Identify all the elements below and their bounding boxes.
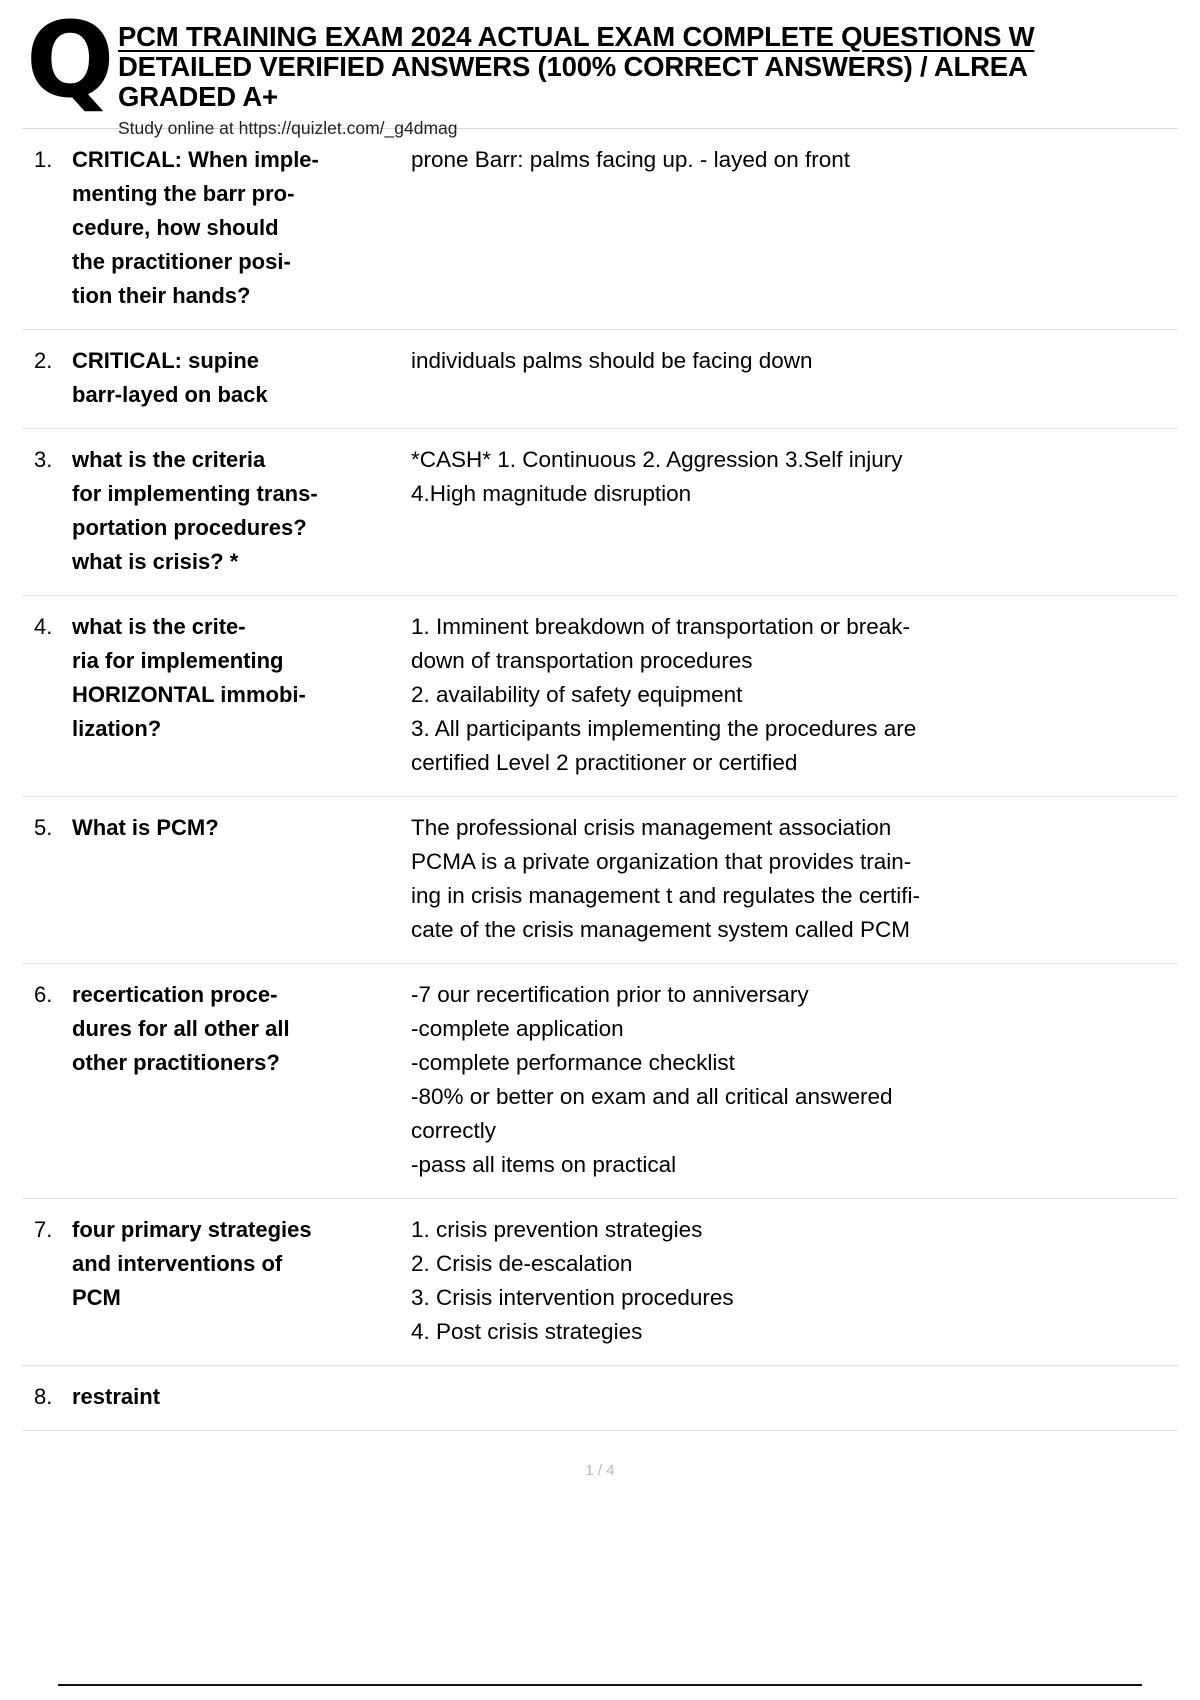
term-index: 7.	[34, 1217, 53, 1242]
quizlet-logo-icon: Q	[26, 0, 114, 121]
term-index: 8.	[34, 1384, 53, 1409]
term-text-value: what is the crite- ria for implementing …	[72, 614, 306, 741]
table-row: 7. four primary strategies and interventi…	[22, 1199, 1178, 1366]
term-text-value: what is the criteria for implementing tr…	[72, 447, 318, 574]
table-row: 8. restraint	[22, 1366, 1178, 1431]
terms-list: 1. CRITICAL: When imple- menting the barr…	[22, 128, 1178, 1431]
term-text: CRITICAL: When imple- menting the barr p…	[72, 143, 407, 313]
table-row: 2. CRITICAL: supine barr-layed on back ind…	[22, 330, 1178, 429]
table-row: 5. What is PCM? The professional crisis ma…	[22, 797, 1178, 964]
page-title-line-3: GRADED A+	[118, 81, 278, 112]
term-text-value: What is PCM?	[72, 815, 219, 840]
term-index: 4.	[34, 614, 53, 639]
term-text-value: CRITICAL: supine barr-layed on back	[72, 348, 268, 407]
term-text: restraint	[72, 1380, 407, 1414]
definition-text: prone Barr: palms facing up. - layed on …	[411, 147, 850, 172]
term-index: 3.	[34, 447, 53, 472]
term-index: 2.	[34, 348, 53, 373]
page-indicator: 1 / 4	[585, 1462, 615, 1479]
page-title-line-2: DETAILED VERIFIED ANSWERS (100% CORRECT …	[118, 51, 1028, 82]
table-row: 1. CRITICAL: When imple- menting the barr…	[22, 129, 1178, 330]
definition-text: *CASH* 1. Continuous 2. Aggression 3.Sel…	[411, 447, 903, 506]
term-text: four primary strategies and intervention…	[72, 1213, 407, 1315]
definition-text: individuals palms should be facing down	[411, 348, 813, 373]
page-footer: 1 / 4	[0, 1461, 1200, 1481]
title-block: PCM TRAINING EXAM 2024 ACTUAL EXAM COMPL…	[118, 22, 1200, 139]
document-header: Q PCM TRAINING EXAM 2024 ACTUAL EXAM COM…	[0, 0, 1200, 138]
definition-text: The professional crisis management assoc…	[411, 815, 920, 942]
term-index: 1.	[34, 147, 53, 172]
term-text-value: four primary strategies and intervention…	[72, 1217, 312, 1310]
study-online-link[interactable]: Study online at https://quizlet.com/_g4d…	[118, 118, 458, 138]
bottom-divider	[58, 1684, 1142, 1686]
term-text: recertication proce- dures for all other…	[72, 978, 407, 1080]
term-text-value: CRITICAL: When imple- menting the barr p…	[72, 147, 319, 308]
definition-text: 1. crisis prevention strategies 2. Crisi…	[411, 1217, 734, 1344]
table-row: 3. what is the criteria for implementing …	[22, 429, 1178, 596]
page-title-line-1: PCM TRAINING EXAM 2024 ACTUAL EXAM COMPL…	[118, 22, 1035, 52]
term-text: what is the criteria for implementing tr…	[72, 443, 407, 579]
term-text-value: restraint	[72, 1384, 161, 1409]
definition-text: 1. Imminent breakdown of transportation …	[411, 614, 917, 775]
term-index: 5.	[34, 815, 53, 840]
term-text: What is PCM?	[72, 811, 407, 845]
term-text: CRITICAL: supine barr-layed on back	[72, 344, 407, 412]
term-text-value: recertication proce- dures for all other…	[72, 982, 290, 1075]
table-row: 4. what is the crite- ria for implementin…	[22, 596, 1178, 797]
table-row: 6. recertication proce- dures for all oth…	[22, 964, 1178, 1199]
definition-text: -7 our recertification prior to annivers…	[411, 982, 893, 1177]
term-text: what is the crite- ria for implementing …	[72, 610, 407, 746]
term-index: 6.	[34, 982, 53, 1007]
page-title: PCM TRAINING EXAM 2024 ACTUAL EXAM COMPL…	[118, 22, 1200, 112]
